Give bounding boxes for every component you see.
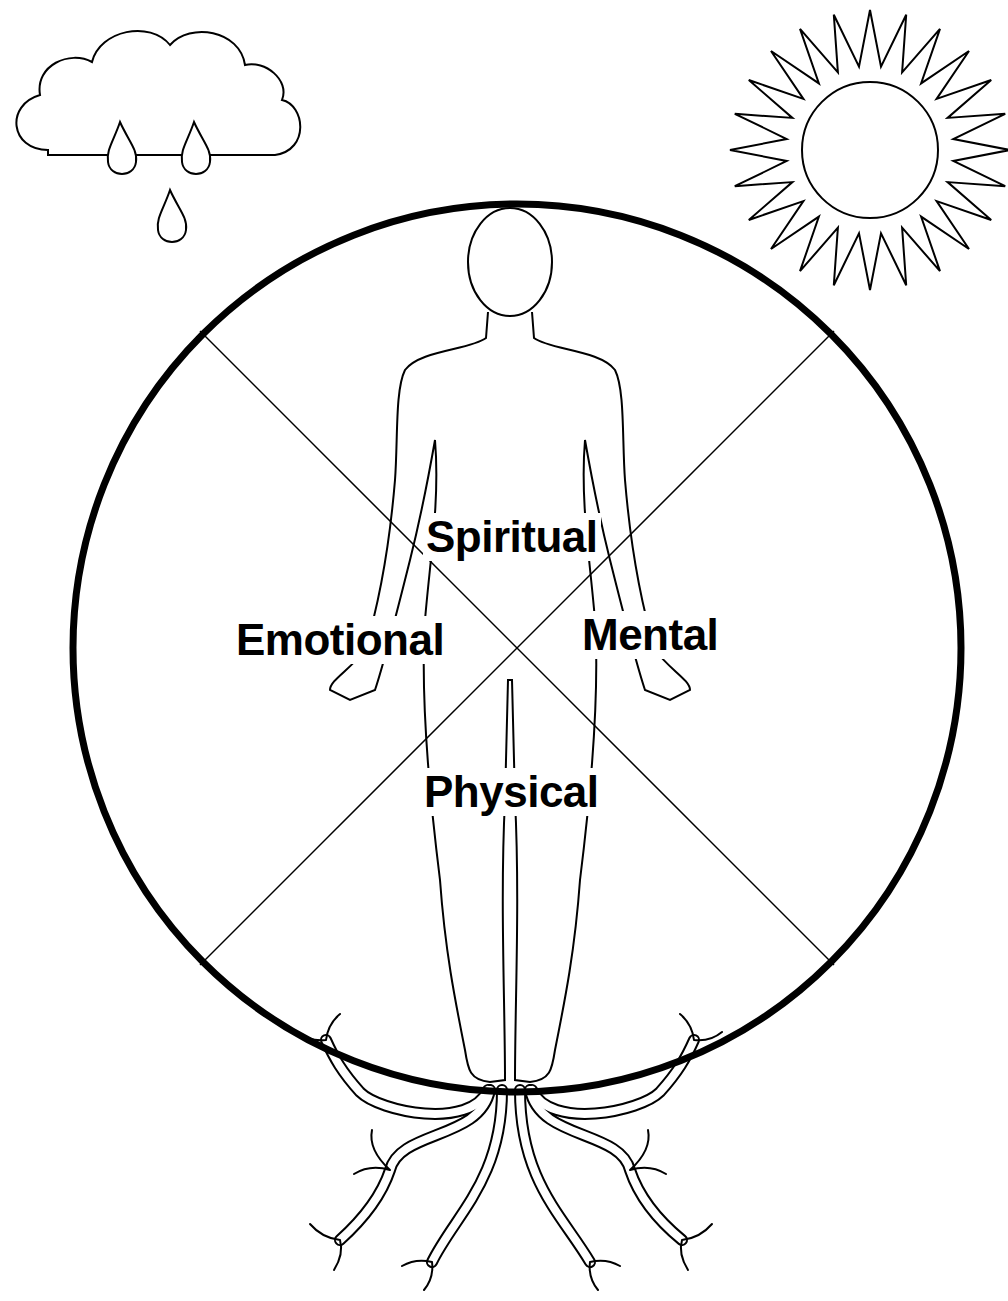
wellness-circle: SpiritualEmotional MentalPhysical (69, 200, 965, 1096)
roots (298, 1014, 722, 1290)
sun-disc (802, 82, 938, 218)
rain-drop (182, 122, 211, 174)
quadrant-label: Emotional (233, 616, 447, 664)
sun-rays (730, 10, 1008, 290)
rain-drop (108, 122, 137, 174)
rain-cloud (16, 31, 300, 155)
quadrant-label: Physical (421, 768, 602, 816)
quadrant-label: Mental (579, 611, 721, 659)
circle-outline (69, 200, 965, 1096)
quadrant-label: Spiritual (423, 513, 601, 561)
rain-drop (158, 190, 187, 242)
